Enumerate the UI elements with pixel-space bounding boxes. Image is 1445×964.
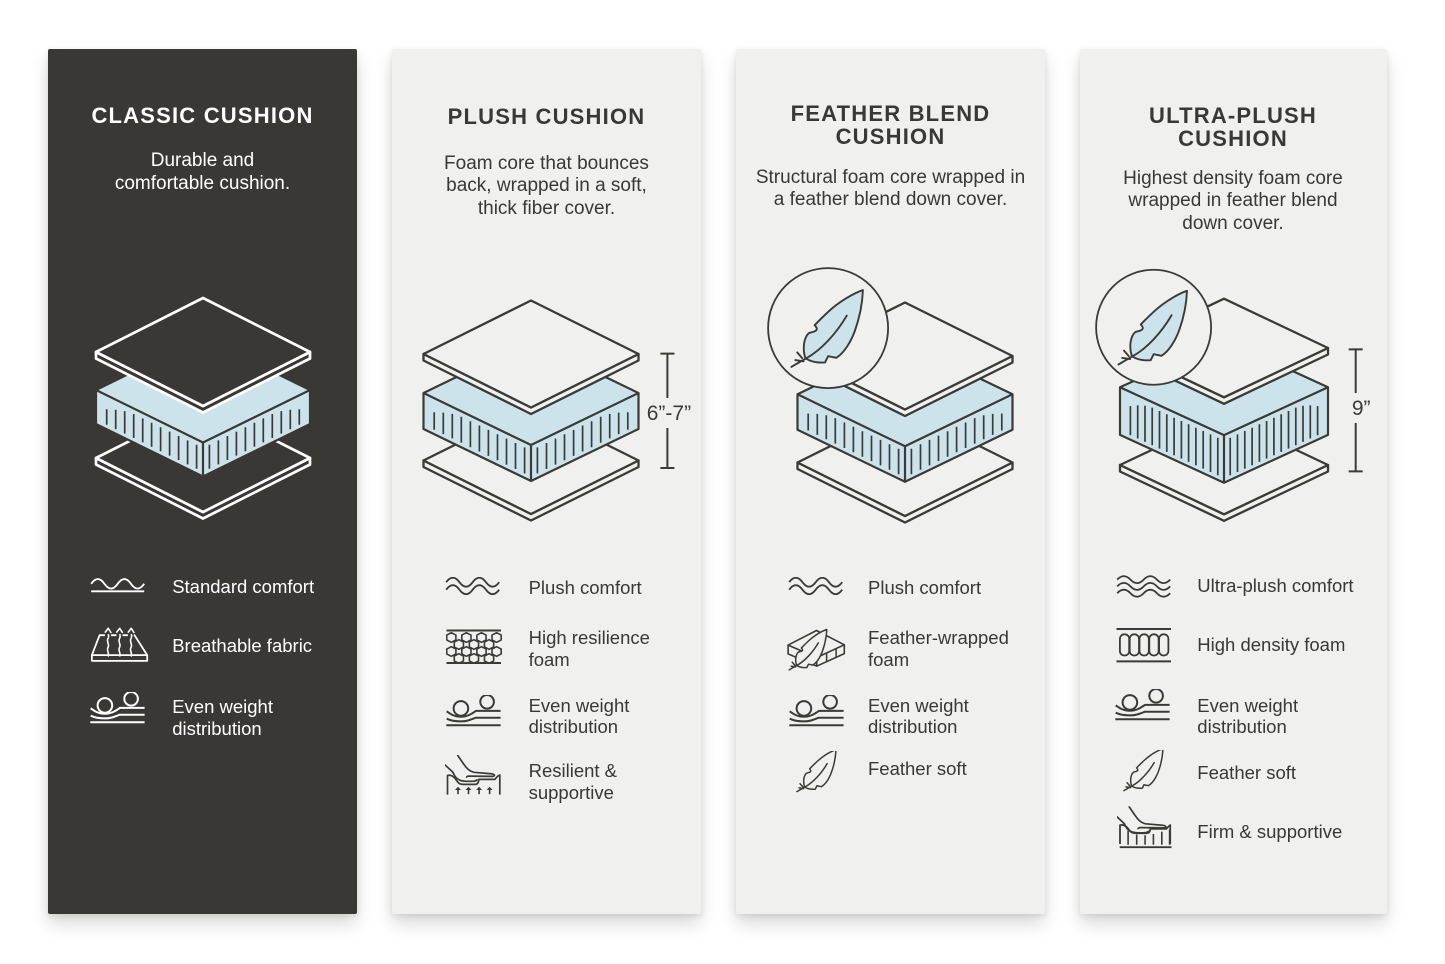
- svg-text:9”: 9”: [1352, 397, 1371, 420]
- svg-text:6”-7”: 6”-7”: [647, 402, 691, 425]
